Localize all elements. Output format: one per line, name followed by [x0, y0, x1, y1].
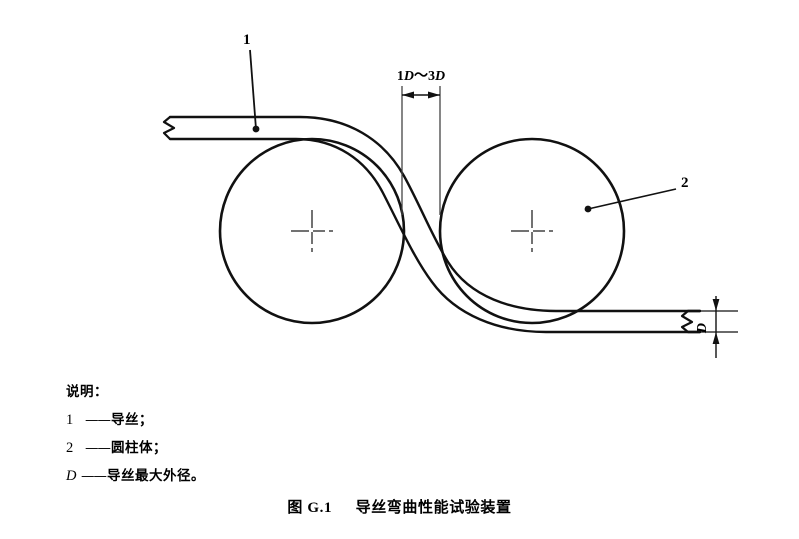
arrowhead-bottom: [712, 332, 720, 344]
legend-item-3: D —— 导丝最大外径。: [66, 462, 366, 490]
callout-2-label: 2: [681, 175, 689, 191]
figure-caption-number: 图 G.1: [287, 500, 333, 516]
center-mark-right: [511, 210, 553, 252]
arrowhead-right: [428, 91, 440, 99]
cylinder-left: [218, 137, 406, 325]
legend-title: 说明：: [66, 384, 108, 399]
legend-item-3-key: D: [66, 468, 77, 484]
guidewire-inner-edge: [168, 137, 702, 334]
callout-2-leader-line: [587, 188, 677, 210]
legend: 说明： 1 —— 导丝； 2 —— 圆柱体； D —— 导丝最大外径。: [66, 378, 366, 490]
figure-caption-title: 导丝弯曲性能试验装置: [355, 499, 512, 516]
guidewire-left-break-symbol: [162, 116, 176, 140]
guidewire: [162, 115, 702, 334]
guidewire-outer-edge: [168, 115, 702, 313]
callout-1-label: 1: [243, 32, 251, 48]
dimension-gap: 1D～3D: [397, 69, 445, 215]
dimension-wire-diameter-label: D: [695, 323, 710, 334]
arrowhead-left: [402, 91, 414, 99]
figure-caption: 图 G.1 导丝弯曲性能试验装置: [0, 496, 799, 517]
legend-item-1-key: 1: [66, 412, 74, 428]
callout-2: 2: [584, 175, 689, 213]
callout-1: 1: [243, 32, 260, 133]
cylinder-right: [438, 137, 626, 325]
legend-item-1-dash: ——: [85, 412, 111, 428]
legend-item-3-text: 导丝最大外径。: [107, 468, 205, 483]
center-mark-left: [291, 210, 333, 252]
guidewire-right-break-symbol: [680, 310, 694, 333]
dimension-gap-label: 1D～3D: [397, 69, 445, 84]
legend-item-3-dash: ——: [81, 468, 107, 484]
legend-item-1-text: 导丝；: [111, 412, 153, 427]
callout-2-dot: [584, 205, 592, 213]
callout-1-dot: [252, 125, 260, 133]
legend-item-2: 2 —— 圆柱体；: [66, 434, 366, 462]
legend-item-2-dash: ——: [85, 440, 111, 456]
callout-1-leader-line: [249, 49, 257, 130]
arrowhead-top: [712, 299, 720, 311]
legend-item-2-key: 2: [66, 440, 74, 456]
legend-item-2-text: 圆柱体；: [111, 440, 167, 455]
dimension-wire-diameter: D: [686, 296, 738, 358]
legend-item-1: 1 —— 导丝；: [66, 406, 366, 434]
